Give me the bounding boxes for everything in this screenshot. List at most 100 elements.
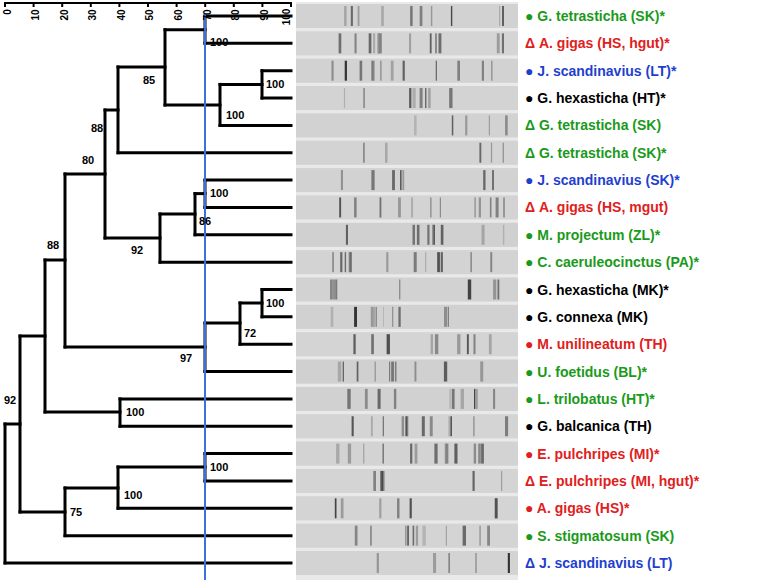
tree-branch [262, 288, 291, 291]
bootstrap-value: 92 [131, 245, 143, 256]
gel-band [420, 6, 423, 26]
gel-band [417, 225, 419, 245]
tree-branch [262, 315, 291, 318]
gel-band [449, 553, 450, 573]
gel-band [400, 170, 401, 190]
gel-lane-shade [296, 442, 518, 466]
dendrogram-tree [5, 16, 291, 563]
axis-tick [176, 3, 178, 7]
gel-band [503, 143, 504, 163]
gel-band [338, 362, 342, 382]
tree-branch [205, 179, 291, 182]
species-label: ● G. balcanica (TH) [525, 419, 652, 433]
gel-band [508, 553, 510, 573]
gel-band [501, 471, 502, 491]
gel-lane-shade [296, 223, 518, 247]
axis-number: 80 [231, 9, 241, 20]
species-label: Δ E. pulchripes (MI, hgut)* [525, 474, 699, 488]
gel-band [503, 225, 504, 245]
gel-band [433, 553, 436, 573]
axis-tick [90, 3, 92, 7]
gel-band [407, 416, 408, 436]
gel-band [436, 61, 437, 81]
gel-band [380, 197, 382, 217]
gel-band [364, 88, 365, 108]
gel-band [386, 334, 389, 354]
bootstrap-value: 100 [124, 490, 142, 501]
tree-branch [5, 562, 291, 565]
gel-band [461, 389, 464, 409]
gel-lane-shade [296, 168, 518, 192]
gel-band [402, 416, 405, 436]
species-label: ● S. stigmatosum (SK) [525, 529, 674, 543]
tree-branch [105, 109, 118, 112]
gel-band [385, 143, 388, 163]
gel-band [474, 389, 475, 409]
gel-band [505, 115, 508, 135]
gel-band [411, 197, 413, 217]
gel-band [474, 334, 476, 354]
tree-branch [20, 335, 45, 338]
tree-branch [240, 302, 262, 305]
gel-lane-shade [296, 250, 518, 274]
axis-number: 100 [282, 9, 292, 26]
gel-band [391, 61, 394, 81]
axis-number: 0 [3, 9, 13, 15]
gel-band [496, 197, 499, 217]
gel-band [481, 444, 484, 464]
gel-lane-shade [296, 414, 518, 438]
gel-band [413, 526, 415, 546]
gel-band [499, 6, 500, 26]
gel-band [358, 6, 360, 26]
gel-band [495, 498, 498, 518]
gel-lane-shade [296, 141, 518, 165]
gel-band [425, 252, 426, 272]
gel-band [341, 498, 344, 518]
gel-band [335, 280, 337, 300]
species-label: ● G. connexa (MK) [525, 310, 648, 324]
gel-band [480, 362, 483, 382]
gel-band [340, 252, 342, 272]
gel-band [391, 362, 394, 382]
gel-band [483, 170, 485, 190]
gel-band [381, 6, 384, 26]
gel-band [468, 280, 471, 300]
axis-tick [61, 3, 63, 7]
gel-lane [296, 305, 518, 329]
gel-band [437, 252, 440, 272]
gel-band [490, 252, 492, 272]
gel-band [383, 416, 384, 436]
axis-tick [204, 3, 206, 7]
species-label: ● G. hexasticha (MK)* [525, 283, 669, 297]
gel-band [476, 389, 478, 409]
gel-lane-shade [296, 524, 518, 548]
gel-band [465, 115, 467, 135]
species-label: ● J. scandinavius (SK)* [525, 173, 680, 187]
tree-branch [65, 487, 118, 490]
bootstrap-value: 100 [266, 79, 284, 90]
gel-band [343, 362, 344, 382]
gel-band [490, 197, 492, 217]
gel-band [416, 526, 418, 546]
gel-band [346, 225, 348, 245]
gel-band [422, 416, 425, 436]
species-label: ● E. pulchripes (MI)* [525, 447, 659, 461]
gel-band [430, 33, 432, 53]
gel-band [360, 61, 363, 81]
species-label: ● M. unilineatum (TH) [525, 337, 667, 351]
gel-lane [296, 332, 518, 356]
gel-lane-shade [296, 551, 518, 575]
tree-branch [118, 66, 165, 69]
gel-band [383, 307, 384, 327]
gel-band [440, 197, 441, 217]
gel-band [497, 33, 500, 53]
bootstrap-value: 92 [4, 395, 16, 406]
gel-band [441, 252, 443, 272]
gel-band [492, 170, 494, 190]
gel-band [407, 526, 408, 546]
gel-band [441, 225, 444, 245]
species-label: ● C. caeruleocinctus (PA)* [525, 255, 699, 269]
gel-lane [296, 195, 518, 219]
tree-branch [45, 411, 120, 414]
tree-branch [118, 466, 205, 469]
